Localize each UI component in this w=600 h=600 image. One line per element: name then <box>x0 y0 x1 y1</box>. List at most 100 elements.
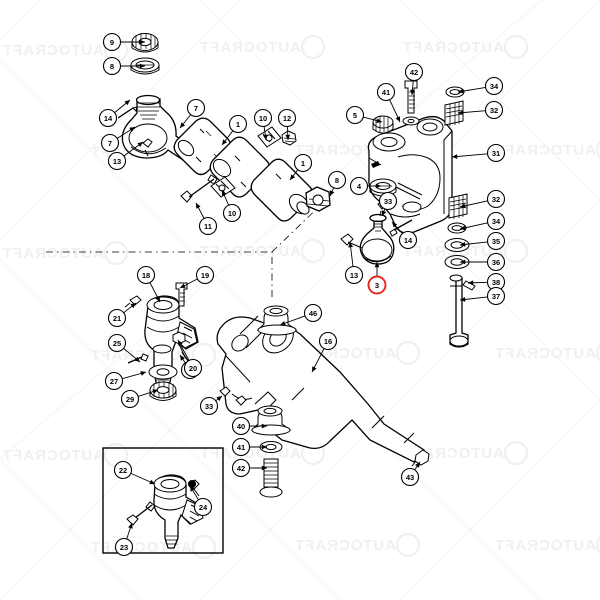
callout-bubble[interactable] <box>484 100 504 120</box>
callout-9[interactable]: 9 <box>102 32 146 52</box>
callout-7[interactable]: 7 <box>179 98 206 129</box>
callout-bubble[interactable] <box>327 170 347 190</box>
callout-bubble[interactable] <box>195 265 215 285</box>
callout-10[interactable]: 10 <box>253 108 273 141</box>
callout-32[interactable]: 32 <box>457 100 504 120</box>
callout-25[interactable]: 25 <box>107 333 141 363</box>
callout-bubble[interactable] <box>378 191 398 211</box>
callout-bubble[interactable] <box>186 98 206 118</box>
callout-bubble[interactable] <box>486 189 506 209</box>
callout-bubble[interactable] <box>198 216 218 236</box>
callout-bubble[interactable] <box>183 358 203 378</box>
callout-bubble[interactable] <box>303 303 323 323</box>
callout-bubble[interactable] <box>107 151 127 171</box>
callout-bubble[interactable] <box>228 114 248 134</box>
callout-bubble[interactable] <box>231 437 251 457</box>
callout-19[interactable]: 19 <box>179 265 215 289</box>
callout-bubble[interactable] <box>344 265 364 285</box>
callout-bubble[interactable] <box>120 389 140 409</box>
callout-bubble[interactable] <box>277 108 297 128</box>
callout-40[interactable]: 40 <box>231 416 268 436</box>
callout-bubble[interactable] <box>98 108 118 128</box>
callout-number: 23 <box>120 543 128 552</box>
callout-20[interactable]: 20 <box>177 339 203 378</box>
callout-13[interactable]: 13 <box>107 141 144 171</box>
callout-18[interactable]: 18 <box>136 265 161 303</box>
callout-29[interactable]: 29 <box>120 389 159 409</box>
callout-arrowhead <box>128 523 133 529</box>
callout-5[interactable]: 5 <box>345 105 383 125</box>
callout-bubble[interactable] <box>102 32 122 52</box>
callout-bubble[interactable] <box>318 331 338 351</box>
callout-bubble[interactable] <box>113 460 133 480</box>
callout-34[interactable]: 34 <box>459 211 506 231</box>
callout-16[interactable]: 16 <box>311 331 338 373</box>
callout-bubble[interactable] <box>231 416 251 436</box>
callout-10[interactable]: 10 <box>221 189 242 223</box>
callout-21[interactable]: 21 <box>107 302 137 328</box>
callout-number: 13 <box>350 271 358 280</box>
callout-bubble[interactable] <box>104 371 124 391</box>
callout-32[interactable]: 32 <box>459 189 506 209</box>
callout-bubble[interactable] <box>107 308 127 328</box>
callout-number: 18 <box>142 271 150 280</box>
callout-34[interactable]: 34 <box>457 76 504 96</box>
callout-bubble[interactable] <box>107 333 127 353</box>
callout-14[interactable]: 14 <box>391 221 418 250</box>
callout-41[interactable]: 41 <box>231 437 268 457</box>
callout-bubble[interactable] <box>114 537 134 557</box>
callout-8[interactable]: 8 <box>102 56 146 76</box>
callout-bubble[interactable] <box>231 458 251 478</box>
callout-27[interactable]: 27 <box>104 371 147 391</box>
callout-bubble[interactable] <box>376 82 396 102</box>
callout-14[interactable]: 14 <box>98 99 131 128</box>
callout-number: 25 <box>113 339 121 348</box>
callout-bubble[interactable] <box>349 176 369 196</box>
callout-arrowhead <box>262 134 268 140</box>
callout-bubble[interactable] <box>193 497 213 517</box>
callout-bubble[interactable] <box>486 286 506 306</box>
svg-text:AUTOCRAFT: AUTOCRAFT <box>2 447 104 464</box>
callout-bubble[interactable] <box>486 252 506 272</box>
callout-42[interactable]: 42 <box>404 62 424 96</box>
callout-12[interactable]: 12 <box>277 108 297 141</box>
callout-43[interactable]: 43 <box>400 461 421 487</box>
callout-4[interactable]: 4 <box>349 176 382 196</box>
callout-bubble[interactable] <box>486 211 506 231</box>
callout-bubble[interactable] <box>293 153 313 173</box>
callout-bubble[interactable] <box>484 76 504 96</box>
callout-bubble[interactable] <box>102 56 122 76</box>
callout-31[interactable]: 31 <box>451 143 506 163</box>
callout-42[interactable]: 42 <box>231 458 268 478</box>
callout-46[interactable]: 46 <box>279 303 323 326</box>
callout-bubble[interactable] <box>345 105 365 125</box>
callout-22[interactable]: 22 <box>113 460 156 485</box>
callout-35[interactable]: 35 <box>459 231 506 251</box>
callout-33[interactable]: 33 <box>199 395 223 416</box>
callout-41[interactable]: 41 <box>376 82 401 123</box>
callout-3[interactable]: 3 <box>367 262 387 295</box>
callout-8[interactable]: 8 <box>327 170 347 197</box>
callout-bubble[interactable] <box>253 108 273 128</box>
callout-bubble[interactable] <box>486 231 506 251</box>
callout-bubble[interactable] <box>398 230 418 250</box>
callout-bubble[interactable] <box>404 62 424 82</box>
callout-37[interactable]: 37 <box>459 286 506 306</box>
callout-1[interactable]: 1 <box>289 153 313 181</box>
callout-bubble[interactable] <box>100 133 120 153</box>
callout-24[interactable]: 24 <box>189 485 213 517</box>
callout-1[interactable]: 1 <box>221 114 248 146</box>
callout-33[interactable]: 33 <box>378 191 398 217</box>
callout-bubble[interactable] <box>367 275 387 295</box>
callout-7[interactable]: 7 <box>100 126 136 153</box>
callout-bubble[interactable] <box>400 467 420 487</box>
callout-23[interactable]: 23 <box>114 522 134 557</box>
callout-bubble[interactable] <box>222 203 242 223</box>
watermark-mark: AUTOCRAFT <box>494 535 600 555</box>
callout-bubble[interactable] <box>199 396 219 416</box>
callout-13[interactable]: 13 <box>344 241 364 285</box>
callout-bubble[interactable] <box>136 265 156 285</box>
callout-bubble[interactable] <box>486 143 506 163</box>
callout-36[interactable]: 36 <box>460 252 506 272</box>
callout-11[interactable]: 11 <box>195 202 218 236</box>
